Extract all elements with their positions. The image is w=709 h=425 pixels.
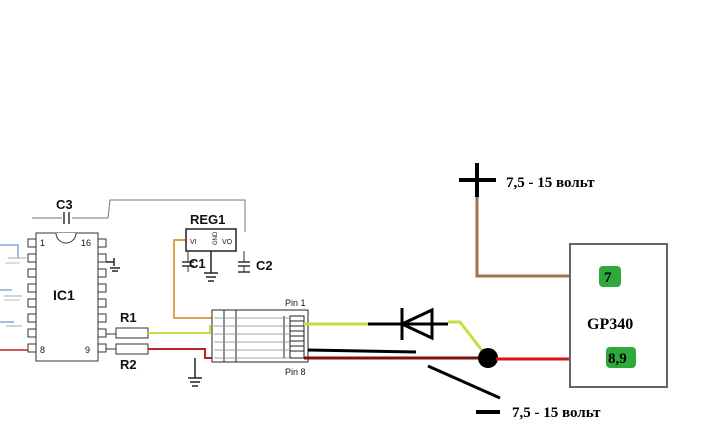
label-terminal-minus: 8,9 <box>608 351 627 367</box>
ground-symbol-ic <box>106 258 120 272</box>
label-plus-voltage: 7,5 - 15 вольт <box>506 175 595 191</box>
label-reg1: REG1 <box>190 212 225 227</box>
resistor-r2 <box>115 343 149 355</box>
terminal-minus-pad <box>606 347 636 368</box>
label-c1: C1 <box>189 256 206 271</box>
label-r2: R2 <box>120 357 137 372</box>
label-device: GP340 <box>587 316 633 333</box>
rj-connector <box>211 309 309 363</box>
label-reg-vo: VO <box>222 239 233 246</box>
ground-symbol-reg <box>204 251 218 282</box>
label-ic1: IC1 <box>53 287 75 303</box>
label-c2: C2 <box>256 258 273 273</box>
label-reg-vi: VI <box>190 239 197 246</box>
junction-dot <box>478 348 498 368</box>
left-circuit <box>0 199 309 387</box>
diode-symbol <box>368 307 448 341</box>
ic1-chip <box>35 232 99 362</box>
label-reg-gnd: GND <box>213 231 219 245</box>
label-ic-pin9: 9 <box>85 345 90 355</box>
resistor-r1 <box>115 327 149 339</box>
label-ic-pin1: 1 <box>40 238 45 248</box>
wire-minus-black <box>427 364 501 400</box>
label-ic-pin8: 8 <box>40 345 45 355</box>
wire-plus-brown <box>475 192 610 278</box>
wire-c3-loop <box>32 199 246 232</box>
ground-symbol-connector <box>188 358 202 387</box>
label-ic-pin16: 16 <box>81 238 91 248</box>
ic1-pins-left <box>27 238 37 353</box>
ic1-pins-right <box>97 238 107 353</box>
label-pin1: Pin 1 <box>285 298 306 308</box>
plus-sign-icon <box>459 163 496 197</box>
label-minus-voltage: 7,5 - 15 вольт <box>512 405 601 421</box>
label-terminal-plus: 7 <box>604 270 612 286</box>
label-c3: C3 <box>56 197 73 212</box>
label-r1: R1 <box>120 310 137 325</box>
label-pin8: Pin 8 <box>285 367 306 377</box>
terminal-plus-pad <box>599 266 621 287</box>
